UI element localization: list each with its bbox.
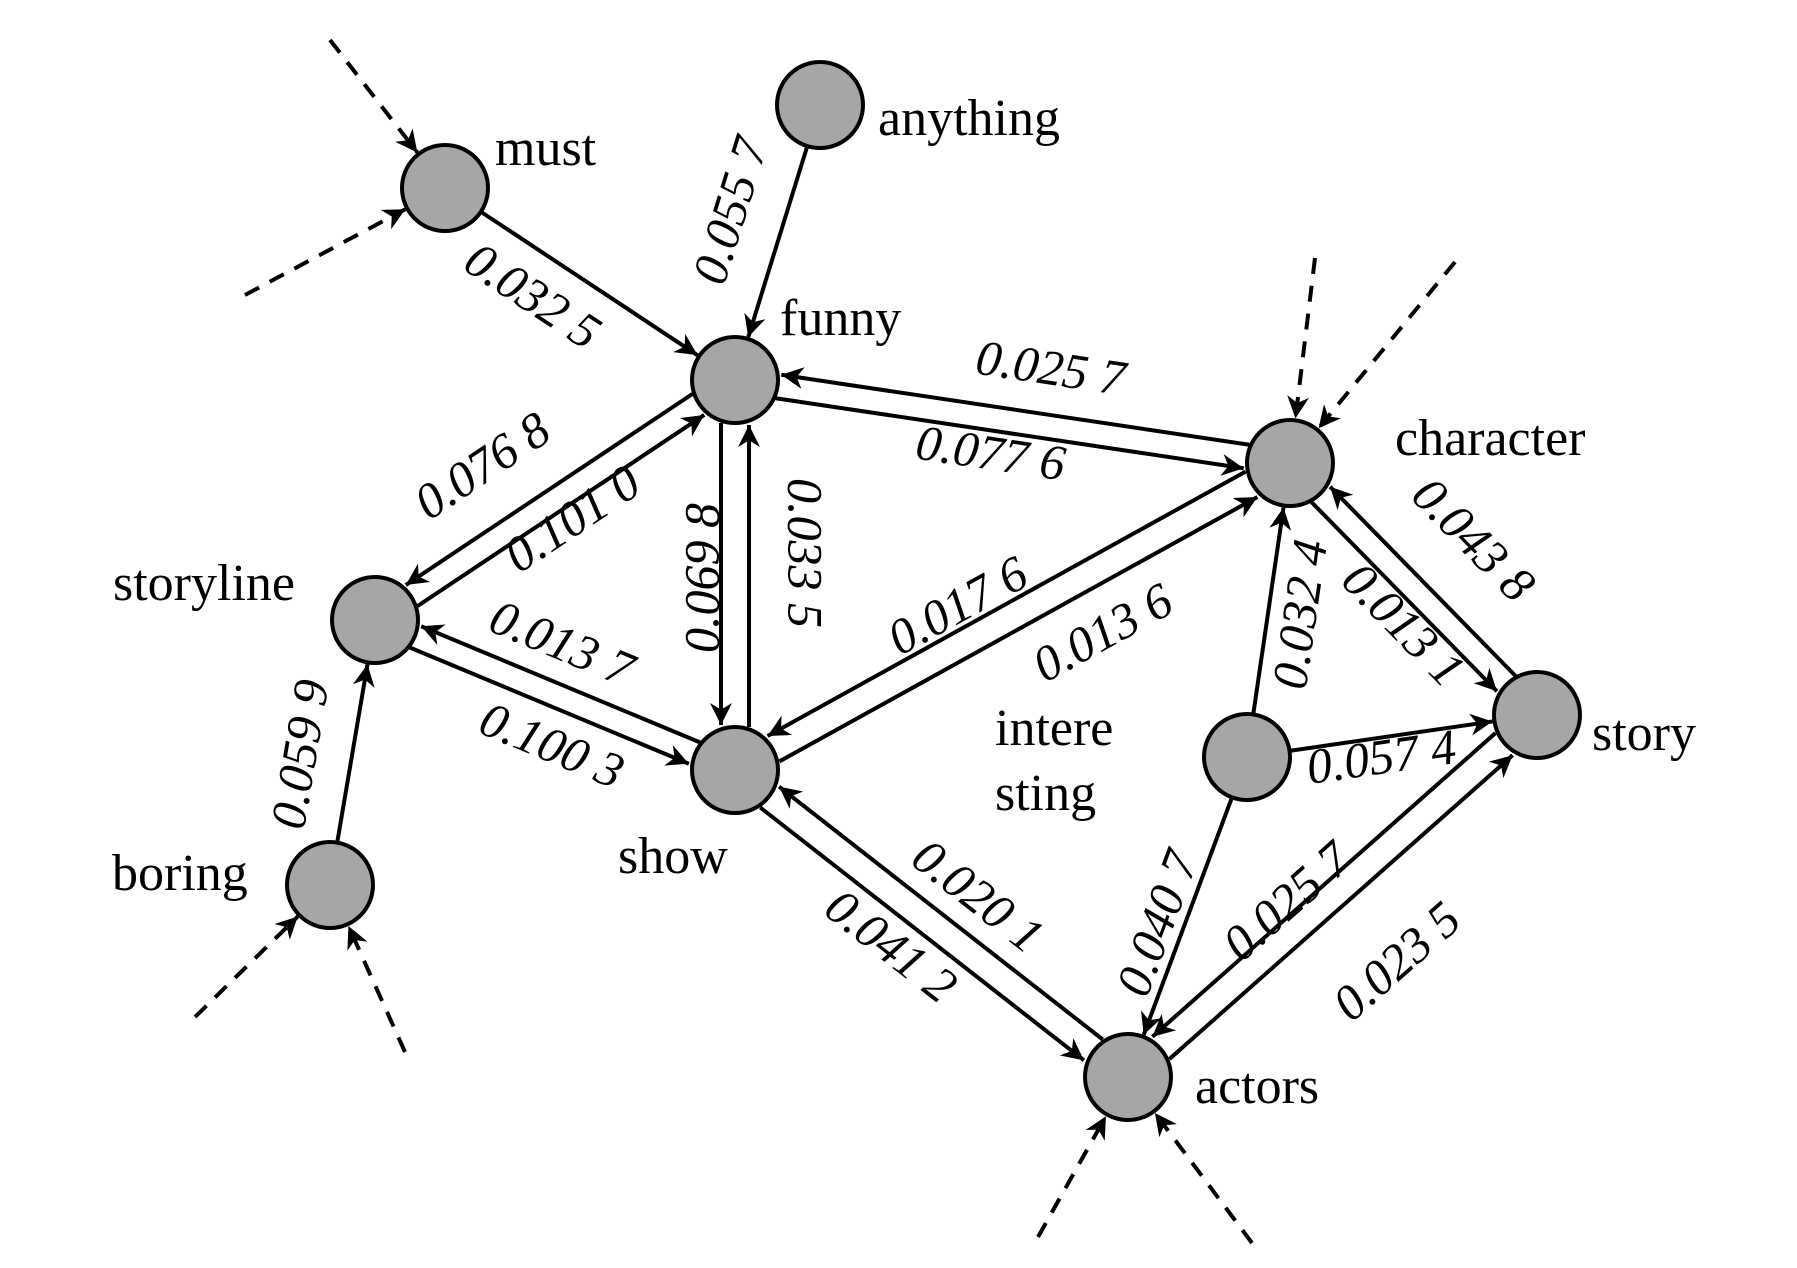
edge-story-actors — [1151, 731, 1497, 1039]
edge-anything-funny — [744, 145, 810, 338]
edge-interesting-character — [1251, 507, 1292, 715]
edge-show-character — [778, 495, 1259, 764]
edge-interesting-actors — [1141, 796, 1234, 1036]
edge-weight-show-character: 0.013 6 — [1023, 571, 1181, 693]
edge-storyline-funny — [416, 413, 706, 608]
edges — [335, 145, 1517, 1062]
incoming-dashed-arrow-actors-1 — [1036, 1115, 1108, 1238]
node-boring — [285, 840, 375, 930]
node-label-actors: actors — [1195, 1058, 1319, 1115]
edge-interesting-story — [1289, 713, 1493, 753]
node-show — [690, 725, 780, 815]
node-storyline — [330, 575, 420, 665]
node-story — [1492, 670, 1582, 760]
edge-weight-funny-character: 0.025 7 — [973, 329, 1132, 407]
edge-storyline-show — [409, 645, 690, 766]
incoming-dashed-arrow-boring-1 — [193, 915, 300, 1019]
node-anything — [775, 60, 865, 150]
node-interesting — [1202, 712, 1292, 802]
edge-weight-character-show: 0.017 6 — [878, 544, 1036, 666]
incoming-dashed-arrow-character-2 — [1317, 260, 1457, 430]
node-label-story: story — [1592, 705, 1696, 762]
edge-weight-show-funny: 0.069 8 — [673, 503, 729, 653]
edge-weight-character-story: 0.043 8 — [1401, 466, 1546, 612]
edge-weight-story-character: 0.013 1 — [1331, 551, 1476, 697]
incoming-dashed-arrow-actors-2 — [1153, 1111, 1254, 1245]
edge-weight-interesting-character: 0.032 4 — [1261, 536, 1338, 693]
edge-actors-show — [777, 785, 1104, 1042]
edge-actors-story — [1168, 753, 1514, 1061]
edge-funny-character — [775, 396, 1245, 476]
node-label-show: show — [618, 828, 728, 885]
edge-must-funny — [479, 210, 699, 357]
edge-show-actors — [759, 805, 1086, 1062]
node-label-interesting-line-1: intere — [995, 700, 1113, 757]
edge-weight-storyline-show: 0.013 7 — [482, 588, 644, 698]
incoming-dashed-arrow-boring-2 — [346, 925, 407, 1053]
node-label-anything: anything — [878, 90, 1060, 147]
edge-character-show — [766, 469, 1247, 738]
edge-weight-actors-story: 0.023 5 — [1322, 890, 1471, 1031]
node-label-funny: funny — [780, 290, 901, 347]
edge-character-funny — [780, 367, 1250, 447]
edge-character-story — [1310, 500, 1499, 693]
node-label-storyline: storyline — [113, 555, 295, 612]
edge-boring-storyline — [335, 664, 375, 843]
edge-story-character — [1328, 485, 1517, 678]
incoming-dashed-arrow-character-1 — [1287, 257, 1317, 419]
node-label-interesting-line-2: sting — [995, 765, 1096, 822]
node-funny — [690, 335, 780, 425]
node-label-character: character — [1395, 410, 1585, 467]
edge-weight-character-funny: 0.077 6 — [913, 414, 1070, 492]
node-label-must: must — [495, 120, 597, 177]
node-must — [400, 143, 490, 233]
node-labels: must anything funny character storyline show i… — [112, 90, 1696, 1115]
incoming-dashed-arrow-must-1 — [328, 38, 419, 154]
edge-weight-story-actors: 0.025 7 — [1212, 829, 1363, 972]
node-label-boring: boring — [112, 845, 248, 902]
edge-weight-must-funny: 0.032 5 — [455, 231, 611, 360]
edge-weight-boring-storyline: 0.059 9 — [259, 675, 339, 832]
incoming-dashed-arrow-must-2 — [244, 207, 407, 297]
node-actors — [1083, 1032, 1173, 1122]
incoming-dashed-arrows — [193, 38, 1457, 1245]
nodes — [285, 60, 1582, 1122]
edge-weight-interesting-actors: 0.040 7 — [1104, 841, 1209, 1003]
edge-weight-funny-show: 0.033 5 — [778, 478, 834, 628]
edge-show-storyline — [420, 624, 701, 745]
edge-weight-anything-funny: 0.055 7 — [681, 129, 779, 291]
edge-funny-storyline — [404, 392, 694, 587]
node-character — [1245, 418, 1335, 508]
